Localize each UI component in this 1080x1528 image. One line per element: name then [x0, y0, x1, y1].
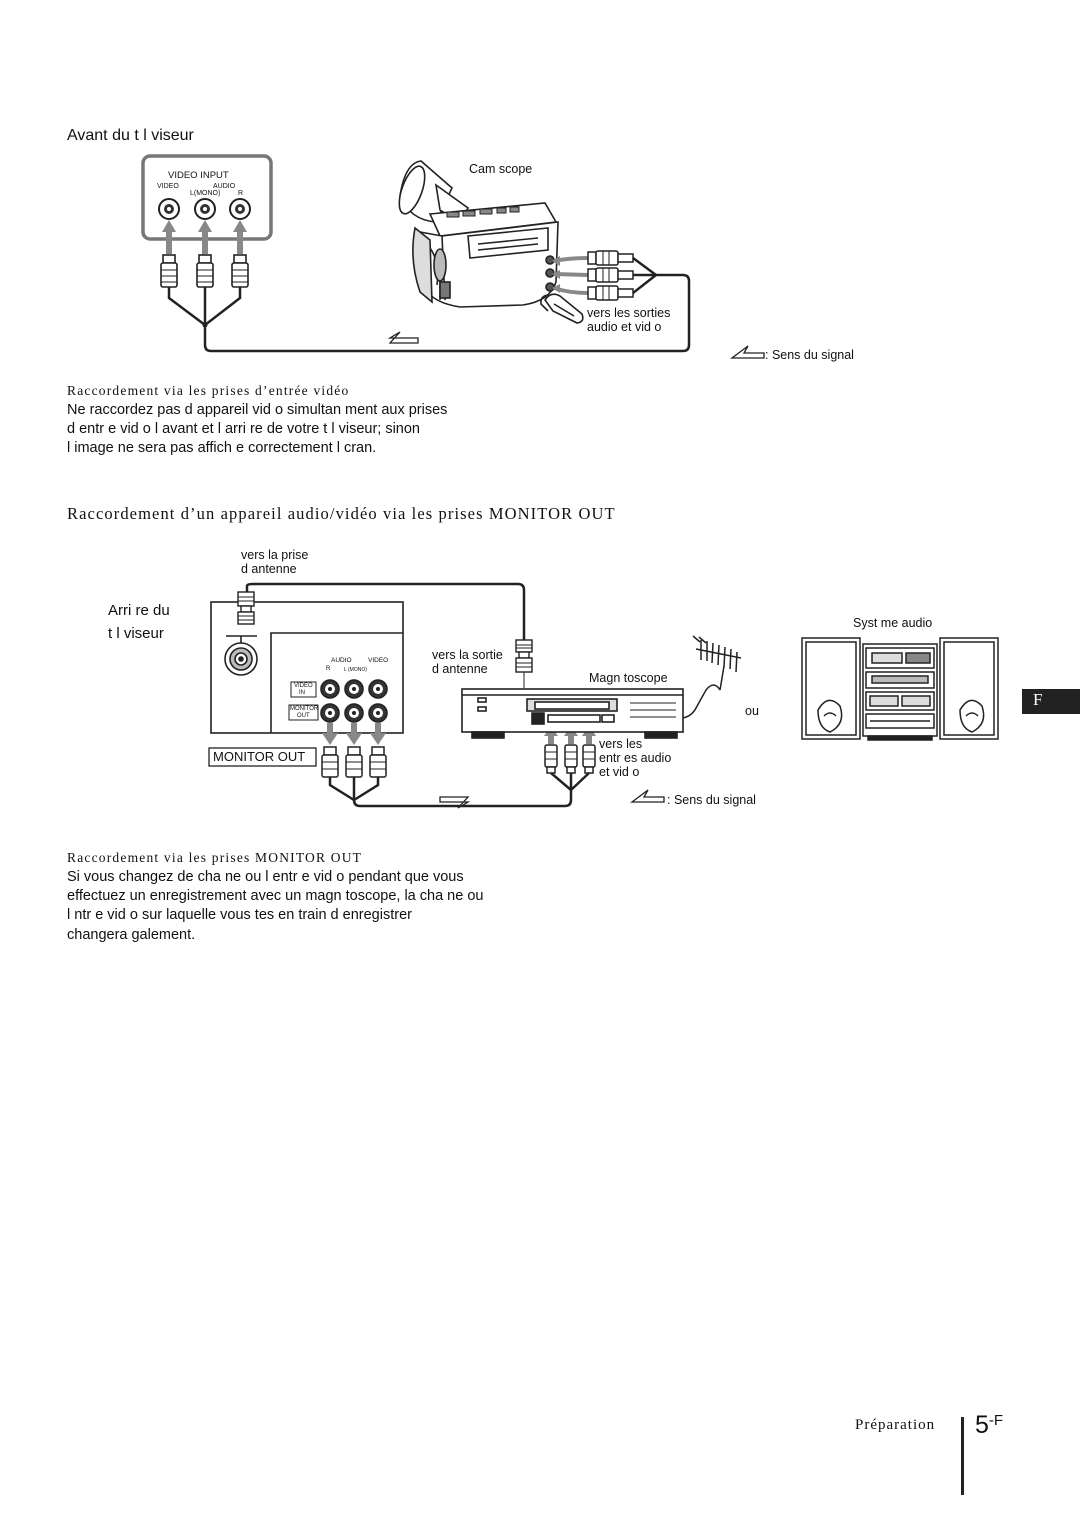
antenna-in-line1: vers la prise	[241, 548, 309, 562]
outputs-label-line2: audio et vid o	[587, 320, 662, 334]
footer-divider	[961, 1417, 964, 1495]
note1-line3: l image ne sera pas affich e correctemen…	[67, 440, 377, 456]
page-number-digit: 5	[975, 1411, 989, 1439]
rear-label-monitor-out-1: MONITOR	[290, 706, 319, 712]
rca-plugs-vcr	[544, 744, 596, 774]
outputs-label-line1: vers les sorties	[587, 306, 671, 320]
rca-plugs-monitor-out	[321, 746, 387, 778]
jack-label-audio: AUDIO	[213, 183, 236, 190]
section2-heading: Raccordement d’un appareil audio/vidéo v…	[67, 504, 616, 523]
antenna-out-line2: d antenne	[432, 662, 488, 676]
monitor-out-box	[208, 747, 317, 767]
antenna-out-line1: vers la sortie	[432, 648, 503, 662]
monitor-out-cable	[328, 772, 590, 808]
rear-label-video-in-1: VIDEO	[294, 683, 313, 689]
footer-section-name: Préparation	[855, 1417, 936, 1433]
note2-line3: l ntr e vid o sur laquelle vous tes en t…	[67, 907, 412, 923]
antenna-in-line2: d antenne	[241, 562, 297, 576]
jack-label-video: VIDEO	[157, 183, 179, 190]
f-connector-plugs	[237, 591, 533, 673]
vcr-label: Magn toscope	[589, 671, 668, 685]
jack-label-lmono: L(MONO)	[190, 190, 221, 197]
front-cable	[167, 256, 691, 353]
or-label: ou	[745, 704, 759, 718]
vcr-illustration	[461, 688, 684, 739]
note1-line2: d entr e vid o l avant et l arri re de v…	[67, 421, 420, 437]
section1-title: Avant du t l viseur	[67, 127, 194, 144]
signal-legend-2: : Sens du signal	[667, 793, 756, 807]
note2-line4: changera galement.	[67, 927, 196, 943]
inputs-line2: entr es audio	[599, 751, 672, 765]
note2-line1: Si vous changez de cha ne ou l entr e vi…	[67, 869, 464, 885]
monitor-out-label: MONITOR OUT	[213, 749, 306, 764]
signal-legend-arrow-2	[630, 789, 665, 803]
audio-system-label: Syst me audio	[853, 616, 933, 630]
rear-label-r: R	[326, 666, 331, 672]
camcorder-illustration	[398, 160, 584, 324]
rear-label-monitor-out-2: OUT	[297, 713, 310, 719]
footer-page-number: 5-F	[975, 1411, 1003, 1440]
rear-label-video-in-2: IN	[299, 690, 305, 696]
tv-antenna-illustration	[682, 635, 742, 719]
tv-rear-line1: Arri re du	[108, 602, 170, 619]
note2-line2: effectuez un enregistrement avec un magn…	[67, 888, 484, 904]
jack-panel-title: VIDEO INPUT	[168, 170, 229, 181]
signal-legend-1: : Sens du signal	[765, 348, 854, 362]
signal-direction-arrow-1	[387, 331, 419, 344]
jack-label-r: R	[238, 190, 244, 197]
tv-rear-line2: t l viseur	[108, 625, 164, 642]
language-tab-letter: F	[1033, 690, 1043, 709]
signal-legend-arrow-1	[730, 345, 765, 359]
note1-title: Raccordement via les prises d’entrée vid…	[67, 383, 350, 398]
antenna-cable	[245, 582, 526, 640]
note1-line1: Ne raccordez pas d appareil vid o simult…	[67, 402, 448, 418]
inputs-line1: vers les	[599, 737, 643, 751]
inputs-line3: et vid o	[599, 765, 640, 779]
signal-direction-arrow-2	[439, 796, 471, 809]
note2-title: Raccordement via les prises MONITOR OUT	[67, 850, 363, 865]
rear-label-video: VIDEO	[368, 657, 389, 664]
audio-system-illustration	[801, 637, 999, 741]
rear-label-audio: AUDIO	[331, 657, 352, 664]
rca-plugs-camcorder	[587, 250, 634, 301]
page-number-suffix: -F	[988, 1412, 1004, 1429]
rear-label-lmono: L (MONO)	[344, 667, 367, 673]
signal-arrows-front	[162, 220, 247, 254]
camcorder-label: Cam scope	[469, 162, 533, 176]
language-tab	[1022, 689, 1080, 714]
